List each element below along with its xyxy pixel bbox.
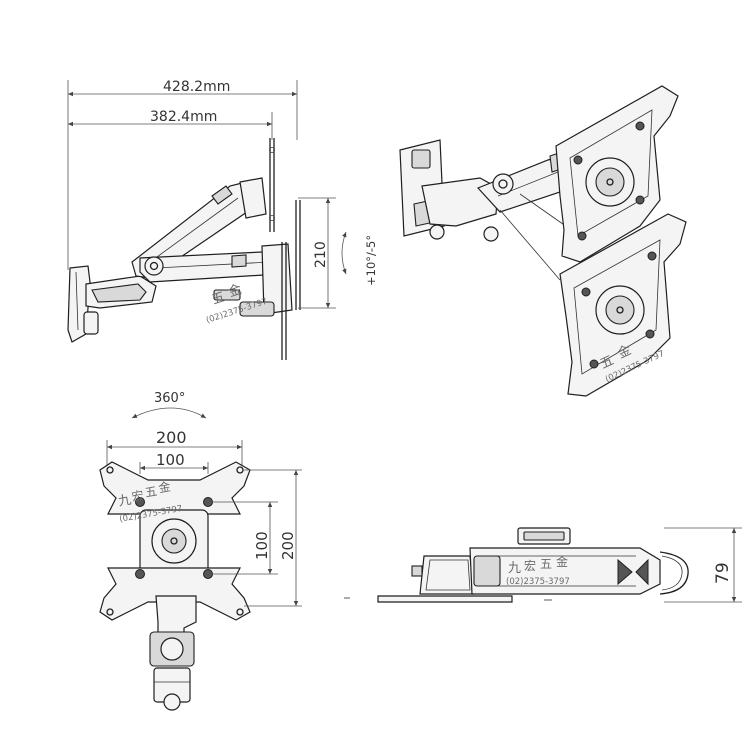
front-view: 360° 200 100	[99, 391, 302, 711]
watermark-top: 九 宏 五 金 (02)2375-3797	[506, 554, 570, 587]
svg-text:金: 金	[556, 554, 568, 569]
vesa-outer-v-value: 200	[279, 531, 297, 560]
dim-height-value: 210	[313, 241, 329, 268]
rotation-value: 360°	[154, 391, 185, 406]
svg-text:五: 五	[210, 290, 227, 308]
dim-arm-value: 382.4	[150, 109, 190, 125]
svg-text:宏: 宏	[130, 487, 144, 504]
svg-text:九: 九	[117, 493, 132, 510]
svg-text:宏: 宏	[524, 558, 536, 573]
iso-upper-vesa-plate	[555, 85, 679, 263]
front-lower-plate	[99, 567, 251, 621]
iso-lower-vesa-plate	[559, 213, 687, 397]
svg-text:金: 金	[615, 342, 634, 362]
dim-total-value: 428.2	[163, 79, 203, 95]
svg-text:428.2mm: 428.2mm	[163, 79, 230, 95]
front-hub	[139, 509, 209, 579]
iso-base-arm	[421, 177, 499, 227]
dim-total-width: 428.2mm	[67, 79, 298, 270]
vesa-inner-h-value: 100	[156, 451, 185, 469]
dim-vesa-outer-v: 200	[244, 469, 302, 607]
vesa-inner-v-value: 100	[253, 531, 271, 560]
upper-tilt-head	[239, 177, 267, 219]
dim-vesa-inner-v: 100	[212, 501, 278, 575]
svg-text:金: 金	[157, 479, 171, 496]
dim-total-unit: mm	[203, 79, 230, 95]
isometric-view: 五 金 (02)2375-3797	[399, 85, 687, 397]
svg-text:五: 五	[598, 353, 616, 372]
rotation-indicator: 360°	[131, 391, 207, 419]
dim-height-range: 210	[298, 197, 336, 309]
lower-tilt-head	[261, 243, 293, 315]
top-view: 九 宏 五 金 (02)2375-3797 79	[344, 527, 742, 603]
dim-vesa-inner-h: 100	[139, 451, 209, 474]
dim-depth: 79	[664, 527, 742, 603]
svg-text:382.4mm: 382.4mm	[150, 109, 217, 125]
svg-text:九: 九	[508, 561, 521, 576]
front-arm	[149, 595, 197, 711]
dim-arm-unit: mm	[190, 109, 217, 125]
top-wall-base	[377, 595, 513, 603]
depth-value: 79	[713, 562, 733, 584]
tilt-indicator: +10°/-5°	[341, 231, 378, 286]
side-view: 428.2mm 382.4mm	[67, 79, 378, 360]
tilt-value: +10°/-5°	[364, 235, 378, 286]
top-arm-body	[469, 547, 661, 595]
front-upper-plate	[99, 461, 251, 515]
svg-text:(02)2375-3797: (02)2375-3797	[506, 577, 570, 587]
svg-text:金: 金	[226, 281, 243, 300]
dim-vesa-outer-h: 200	[106, 428, 243, 474]
vesa-outer-h-value: 200	[156, 428, 187, 447]
svg-text:五: 五	[144, 484, 158, 500]
dim-arm-width: 382.4mm	[68, 109, 273, 140]
svg-text:五: 五	[540, 557, 552, 571]
